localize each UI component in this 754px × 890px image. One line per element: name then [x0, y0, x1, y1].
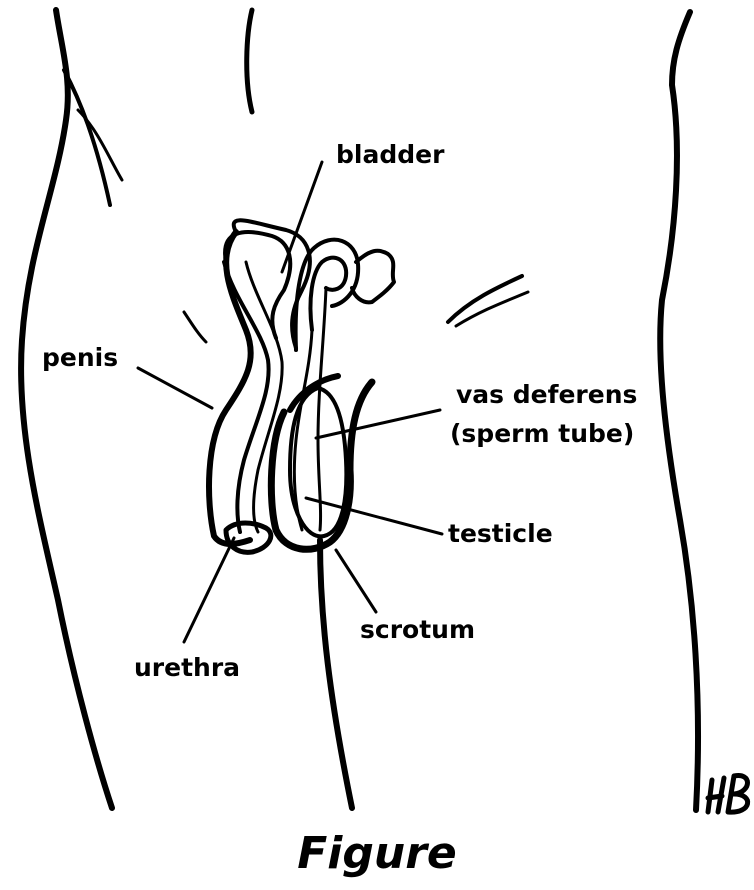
scrotum-leader [336, 550, 376, 612]
urethra-label: urethra [134, 653, 240, 682]
urethra-leader [184, 538, 234, 642]
bladder-label: bladder [336, 140, 445, 169]
penis-leader [138, 368, 212, 408]
scrotum-top [290, 376, 338, 410]
signature-h [708, 778, 724, 812]
bladder-leader [282, 162, 322, 272]
seminal-coil-inner [310, 258, 346, 330]
right-thigh-mark-2 [456, 292, 528, 326]
left-groin-mark [184, 312, 206, 342]
testicle-label: testicle [448, 519, 553, 548]
navel-crease [247, 10, 252, 112]
anatomy-drawing: bladder penis vas deferens (sperm tube) … [0, 0, 754, 830]
bladder-inner [225, 232, 290, 338]
penis-label: penis [42, 343, 118, 372]
leader-lines [138, 162, 442, 642]
signature-b [728, 775, 748, 812]
vas-deferens-label: vas deferens [456, 380, 637, 409]
vas-deferens-leader [316, 410, 440, 438]
scrotum-label: scrotum [360, 615, 475, 644]
artist-signature [708, 775, 748, 812]
testicle-leader [306, 498, 442, 534]
organs [209, 220, 394, 552]
left-hip-crease [64, 70, 110, 205]
figure-caption: Figure [0, 826, 754, 882]
left-body-contour [21, 10, 112, 808]
vas-deferens-tube-2 [318, 288, 326, 530]
right-body-contour [660, 12, 698, 810]
inner-thigh-line [320, 540, 352, 808]
sperm-tube-label: (sperm tube) [450, 419, 634, 448]
